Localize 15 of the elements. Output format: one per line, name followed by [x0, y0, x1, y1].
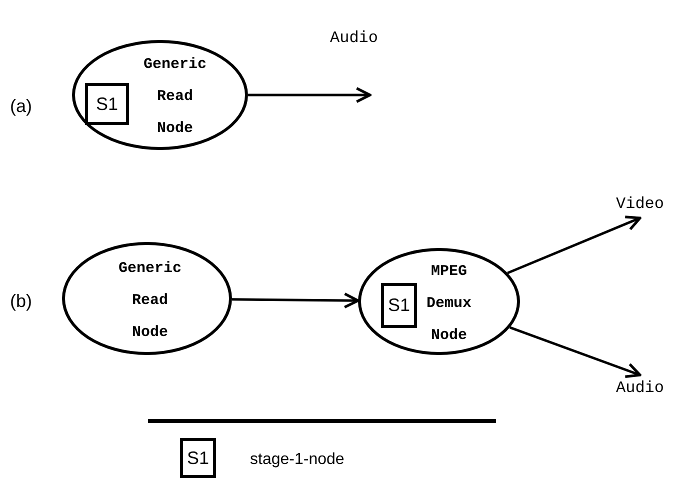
stage-box: S1 — [180, 438, 216, 478]
arrow — [507, 216, 642, 274]
panel-label: (a) — [10, 95, 32, 118]
edge-label: Audio — [616, 378, 664, 399]
stage-box: S1 — [85, 83, 129, 125]
edge-label: Audio — [330, 28, 378, 49]
arrow — [248, 87, 372, 103]
legend-text: stage-1-node — [250, 450, 344, 470]
node-label: Generic Read Node — [142, 55, 208, 139]
edge-label: Video — [616, 194, 664, 215]
stage-box: S1 — [381, 283, 417, 328]
node-label: Generic Read Node — [117, 259, 182, 343]
arrow — [232, 292, 360, 309]
panel-label: (b) — [10, 290, 32, 313]
node-label: MPEG Demux Node — [425, 262, 472, 346]
